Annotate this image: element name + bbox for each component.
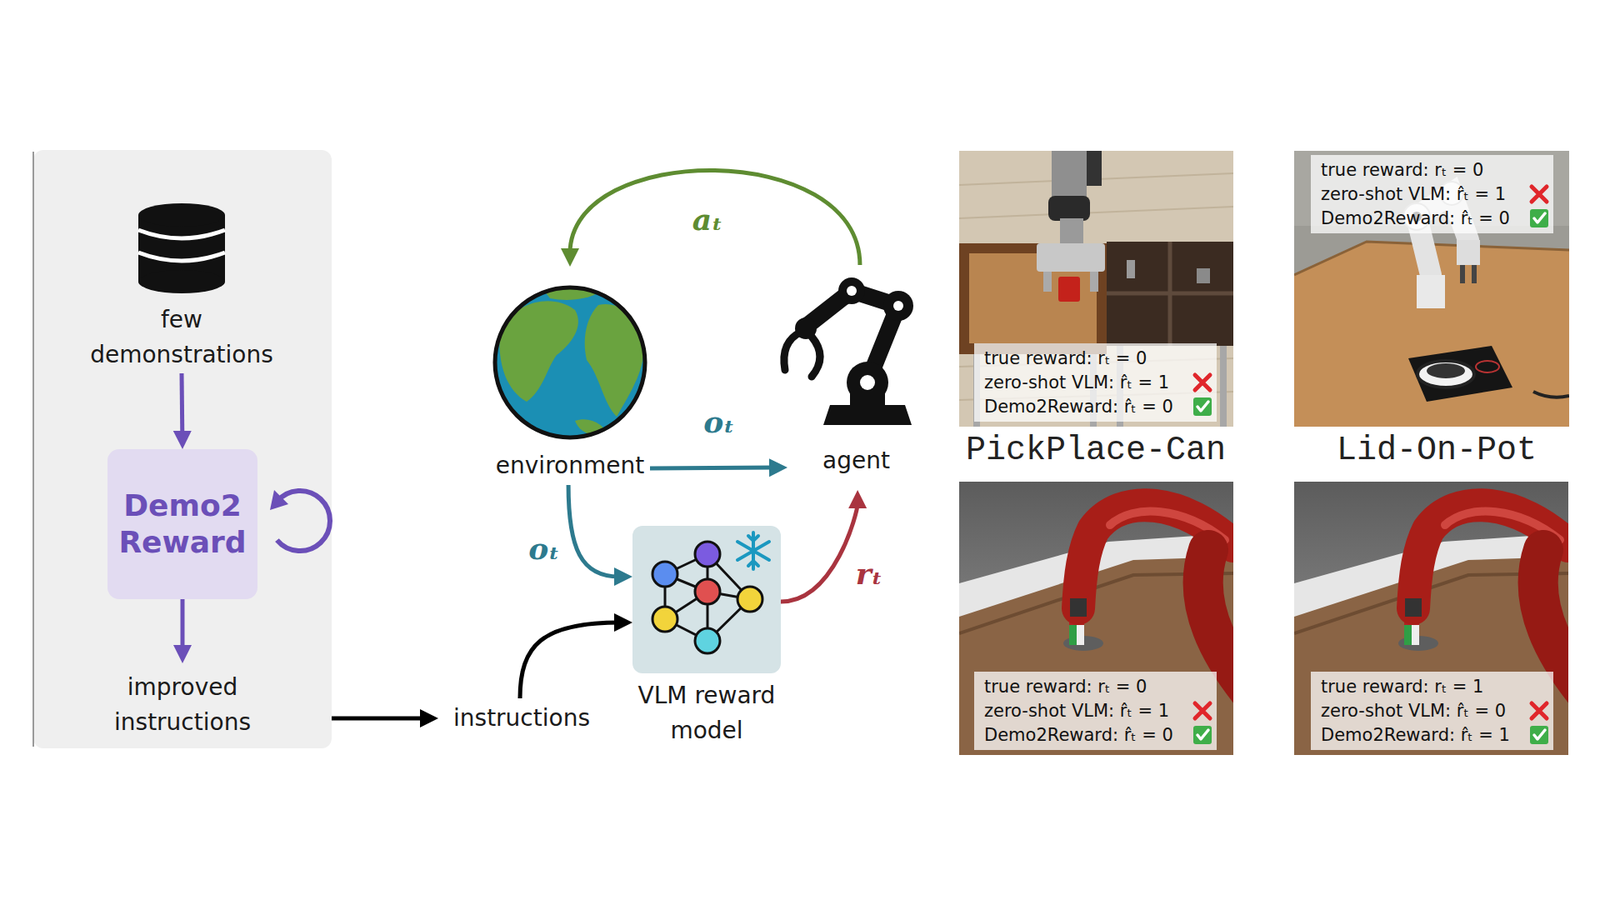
output-box: improved instructions xyxy=(33,663,332,747)
arrow-head xyxy=(560,248,580,267)
node-text: instructions xyxy=(453,700,590,736)
edge-label: rₜ xyxy=(855,555,883,591)
node-text: zero-shot VLM: r̂ₜ = 1 xyxy=(1320,182,1506,207)
node-text: true reward: rₜ = 0 xyxy=(984,346,1147,371)
node-text: Demo2Reward: r̂ₜ = 0 xyxy=(1320,206,1510,231)
arrow-line xyxy=(650,465,775,471)
method-box: Demo2 Reward xyxy=(107,449,258,600)
node-text: zero-shot VLM: r̂ₜ = 1 xyxy=(984,699,1170,724)
reward-overlay: true reward: rₜ = 0zero-shot VLM: r̂ₜ = … xyxy=(974,671,1217,750)
task-name: Lid-On-Pot xyxy=(1336,431,1537,470)
input-box: instructions xyxy=(438,698,605,739)
robot-arm-icon xyxy=(784,277,914,425)
node-text: true reward: rₜ = 1 xyxy=(1320,675,1484,700)
node-text: improved instructions xyxy=(74,670,291,740)
arrow-line xyxy=(570,170,860,265)
node-text: Demo2Reward: r̂ₜ = 1 xyxy=(1320,723,1510,748)
arrow-line xyxy=(331,716,425,721)
node-text: true reward: rₜ = 0 xyxy=(1320,158,1484,183)
flow-arrow xyxy=(331,709,439,728)
edge-label: oₜ xyxy=(528,530,560,566)
arrow-head xyxy=(173,430,192,450)
arrow-line xyxy=(180,373,185,436)
arrow-line xyxy=(520,622,620,699)
edge-label: oₜ xyxy=(703,404,735,440)
real-robot-photo xyxy=(1294,150,1570,427)
arrow-head xyxy=(614,613,633,632)
flow-arrow xyxy=(560,170,860,267)
arrow-line xyxy=(780,503,858,602)
flow-arrow xyxy=(650,458,788,477)
simulation-photo xyxy=(959,150,1234,427)
source-box: few demonstrations xyxy=(66,301,297,374)
simulation-photo xyxy=(959,481,1234,755)
agent-node: agent xyxy=(787,265,925,490)
loop-arrow xyxy=(270,490,330,551)
reward-overlay: true reward: rₜ = 0zero-shot VLM: r̂ₜ = … xyxy=(1310,155,1554,234)
edge-label: aₜ xyxy=(692,201,724,237)
arrow-line xyxy=(180,599,185,650)
node-text: zero-shot VLM: r̂ₜ = 1 xyxy=(984,370,1170,395)
arrow-head xyxy=(848,490,867,509)
panel-edge xyxy=(32,151,35,747)
wrong-mark xyxy=(1195,186,1547,719)
arrow-head xyxy=(420,709,439,728)
flow-arrow xyxy=(173,373,192,450)
simulation-photo xyxy=(1294,481,1585,755)
node-text: zero-shot VLM: r̂ₜ = 0 xyxy=(1320,699,1506,724)
reward-model-box: VLM reward model xyxy=(632,525,781,674)
arrow-head xyxy=(614,567,633,586)
node-text: Demo2Reward: r̂ₜ = 0 xyxy=(984,723,1174,748)
task-name: PickPlace-Can xyxy=(965,431,1226,470)
reward-overlay: true reward: rₜ = 0zero-shot VLM: r̂ₜ = … xyxy=(974,343,1217,422)
earth-icon xyxy=(495,285,645,438)
node-text: VLM reward model xyxy=(615,678,799,749)
arrow-head xyxy=(173,645,192,664)
snowflake-icon xyxy=(737,532,770,570)
correct-mark xyxy=(1193,209,1549,745)
database-icon xyxy=(138,203,225,294)
arrow-line xyxy=(568,485,620,577)
flow-arrow xyxy=(520,613,633,699)
reward-overlay: true reward: rₜ = 1zero-shot VLM: r̂ₜ = … xyxy=(1310,671,1554,750)
arrow-head xyxy=(769,458,788,477)
node-text: few demonstrations xyxy=(73,302,290,373)
flow-arrow xyxy=(568,485,633,586)
environment-node: environment xyxy=(490,266,650,485)
network-icon xyxy=(652,541,763,654)
node-text: true reward: rₜ = 0 xyxy=(984,675,1147,700)
flow-arrow xyxy=(780,490,867,602)
method-panel xyxy=(33,150,332,749)
node-text: agent xyxy=(822,443,890,479)
node-text: Demo2 Reward xyxy=(111,487,254,561)
flow-arrow xyxy=(173,599,192,664)
node-text: environment xyxy=(495,448,645,484)
node-text: Demo2Reward: r̂ₜ = 0 xyxy=(984,395,1174,420)
